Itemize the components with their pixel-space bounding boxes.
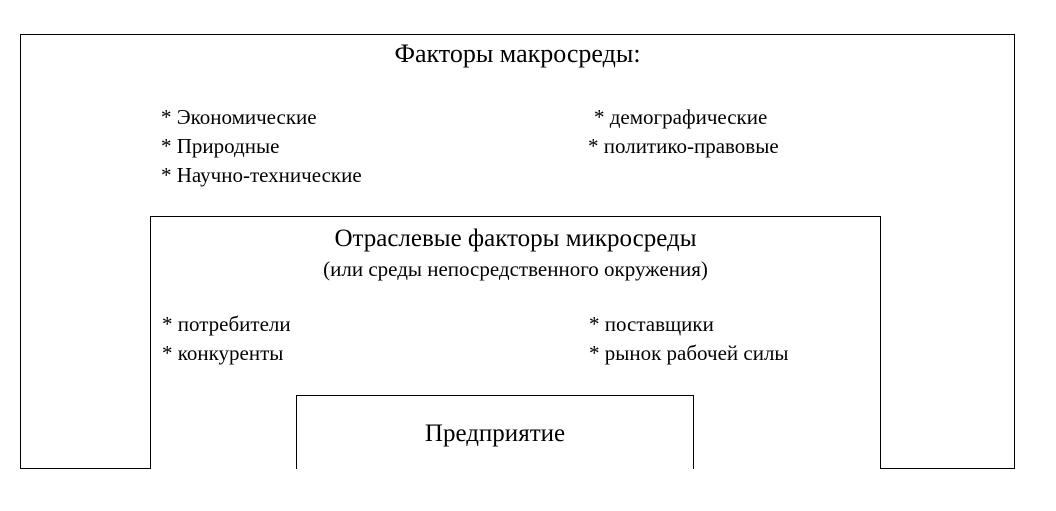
macro-factors-right-list: демографические политико-правовые <box>588 103 779 161</box>
macro-factor-item: демографические <box>588 103 779 132</box>
enterprise-box: Предприятие <box>296 395 694 469</box>
micro-environment-title: Отраслевые факторы микросреды <box>334 225 697 252</box>
micro-factors-right-list: поставщики рынок рабочей силы <box>589 310 789 368</box>
micro-factor-item: рынок рабочей силы <box>589 339 789 368</box>
macro-factors-left-list: Экономические Природные Научно-техническ… <box>161 103 362 190</box>
micro-factor-item: конкуренты <box>162 339 291 368</box>
micro-factors-left-list: потребители конкуренты <box>162 310 291 368</box>
macro-factor-item: политико-правовые <box>588 132 779 161</box>
micro-environment-subtitle: (или среды непосредственного окружения) <box>323 257 708 281</box>
enterprise-title: Предприятие <box>424 420 566 447</box>
micro-factor-item: поставщики <box>589 310 789 339</box>
macro-factor-item: Природные <box>161 132 362 161</box>
macro-factor-item: Научно-технические <box>161 161 362 190</box>
macro-factor-item: Экономические <box>161 103 362 132</box>
micro-factor-item: потребители <box>162 310 291 339</box>
macro-environment-title: Факторы макросреды: <box>394 39 641 68</box>
